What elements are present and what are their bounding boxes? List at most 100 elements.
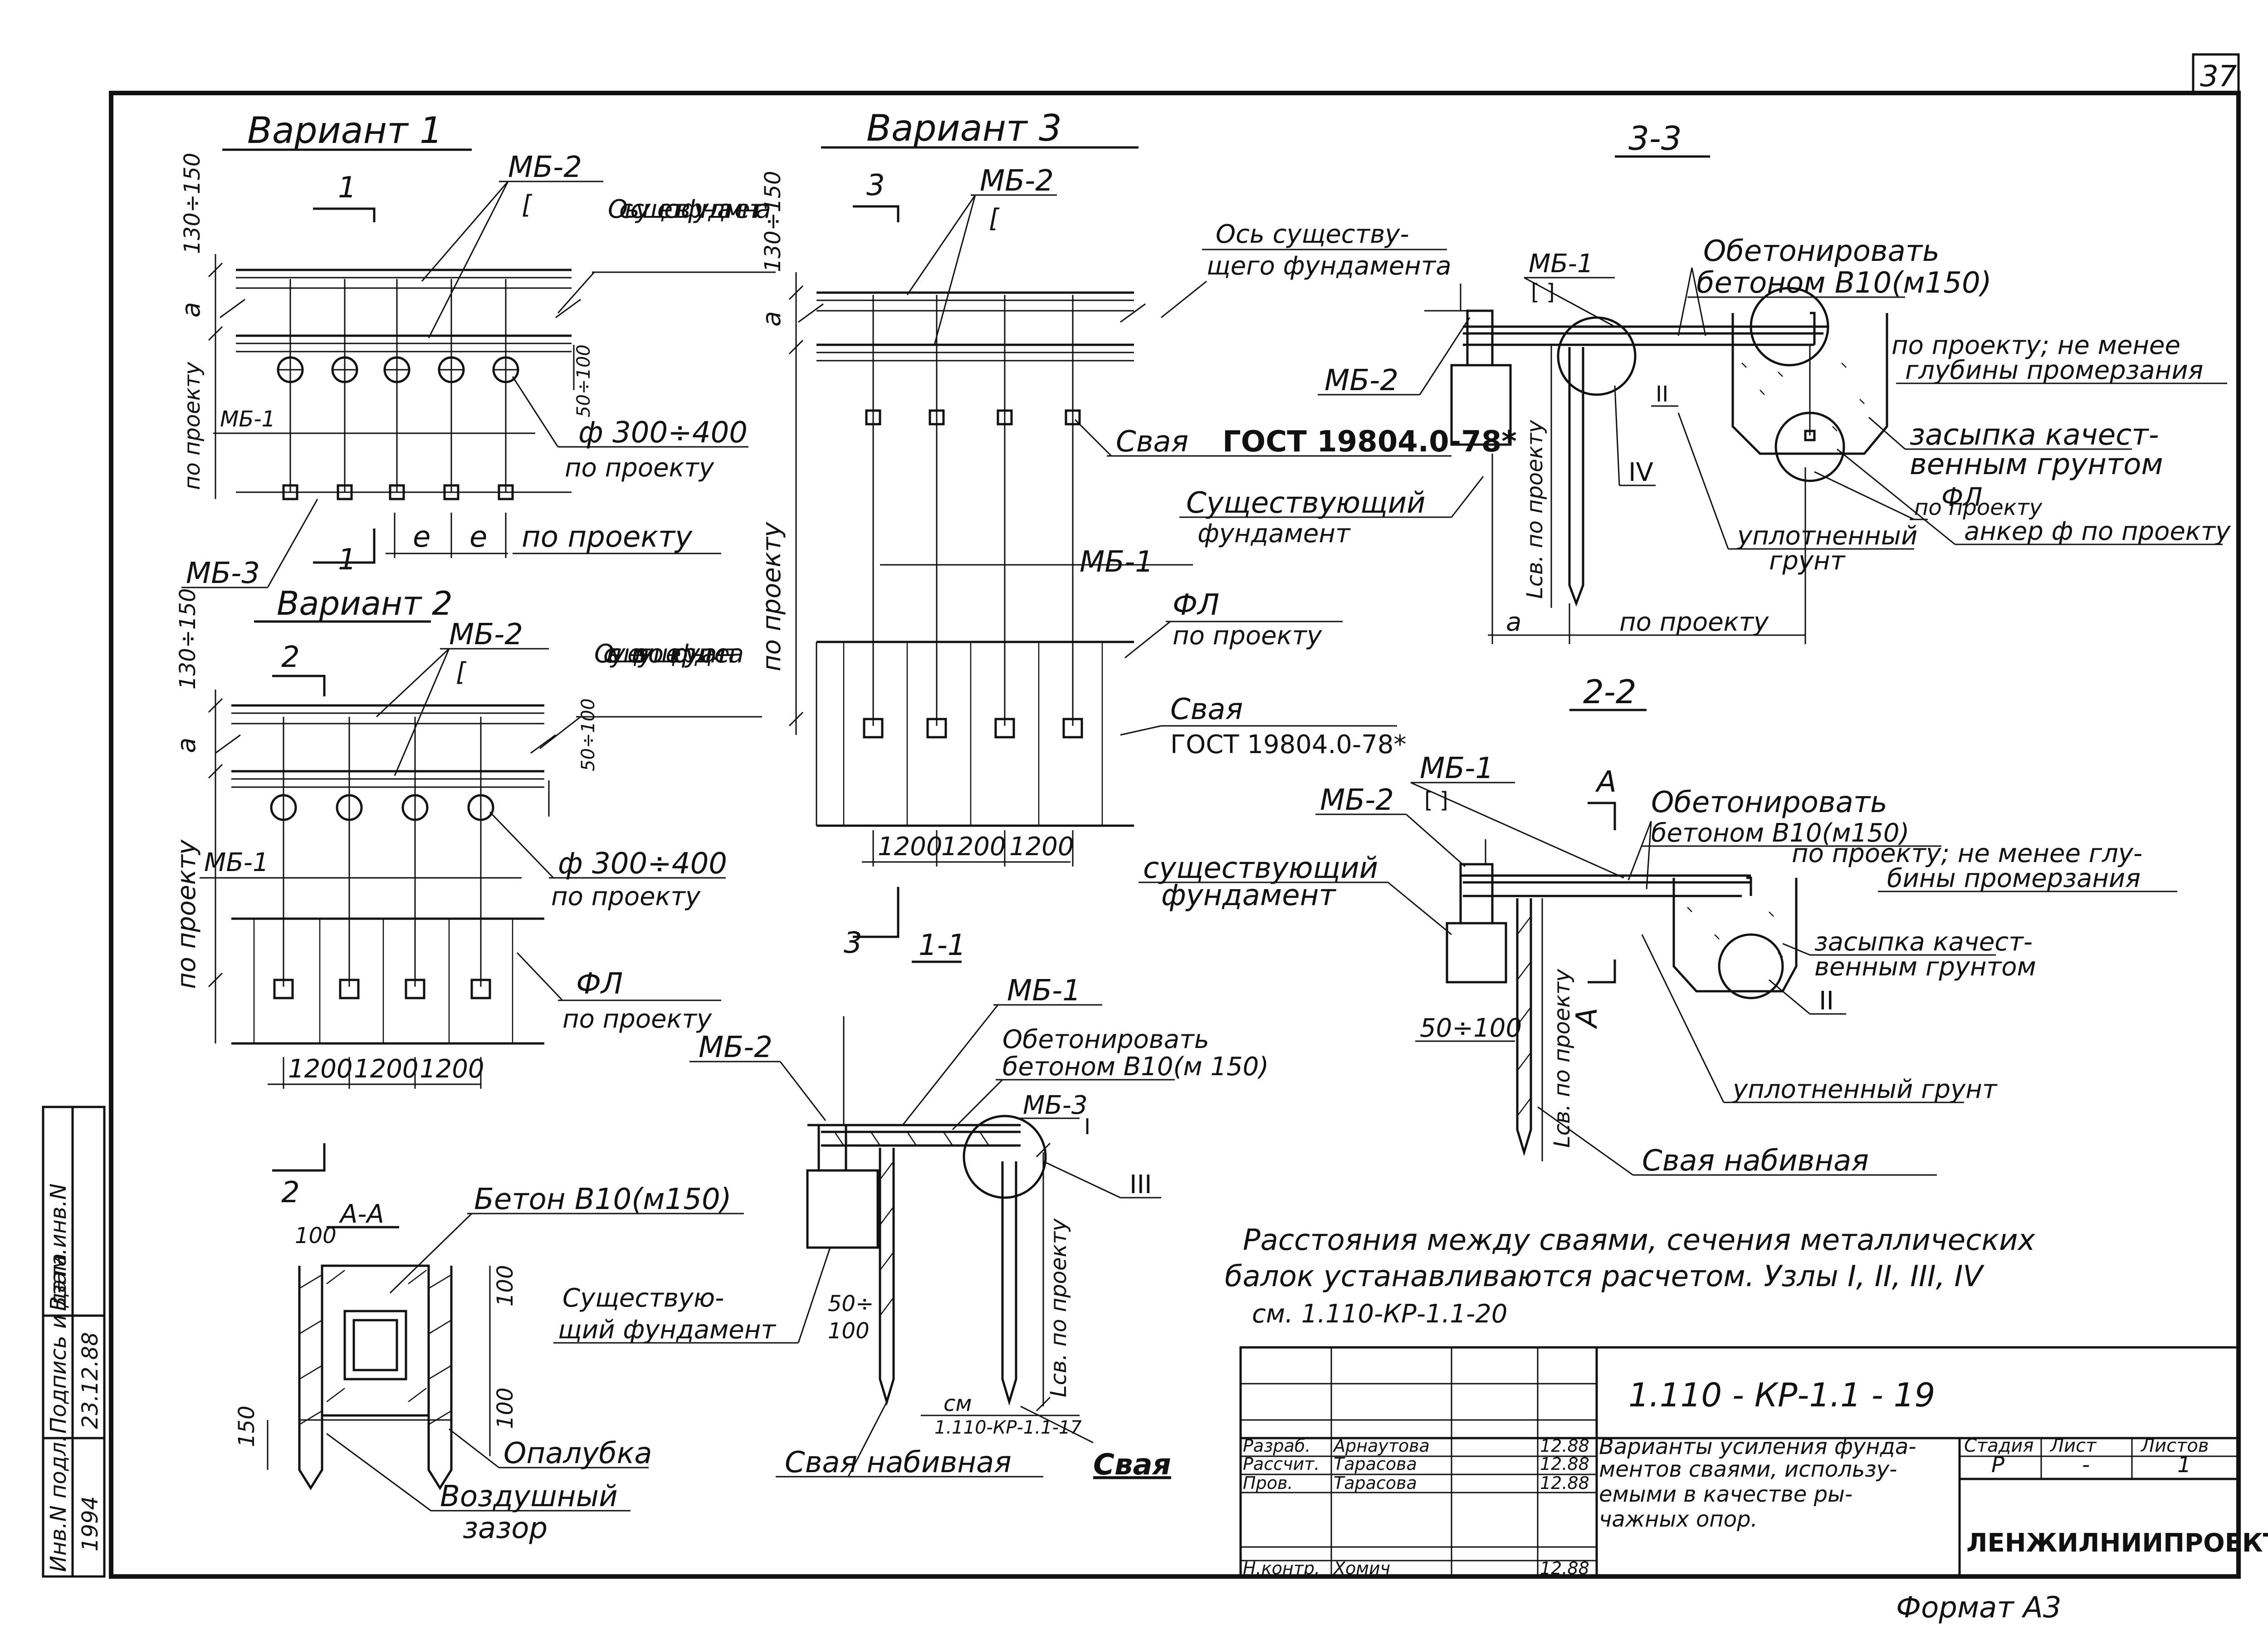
v3-pile2-label: Свая — [1170, 693, 1243, 726]
s11-pile-label: Свая набивная — [785, 1446, 1012, 1479]
sign-value: 23.12.88 — [78, 1332, 103, 1429]
section-mark-3-bottom: 3 — [844, 926, 862, 960]
v1-mb2: МБ-2 — [508, 151, 582, 184]
s11-dim-100: 100 — [828, 1318, 870, 1344]
s11-title: 1-1 — [919, 929, 966, 962]
tb-stage: Р — [1991, 1452, 2004, 1478]
note-line-2: балок устанавливаются расчетом. Узлы I, … — [1225, 1260, 1984, 1293]
variant-3-plan: Вариант 3 3 130÷ — [757, 107, 1517, 960]
tb-stage-h: Стадия — [1964, 1435, 2033, 1456]
section-mark-2-bottom: 2 — [281, 1176, 300, 1209]
format-label: Формат А3 — [1896, 1591, 2062, 1625]
tb-title-3: емыми в качестве ры- — [1599, 1482, 1853, 1507]
v3-fl: ФЛ — [1173, 588, 1219, 622]
s22-mark-a-top: А — [1595, 765, 1617, 799]
s33-compacted-1: уплотненный — [1736, 521, 1917, 551]
v2-fl-note: по проекту — [562, 1004, 712, 1034]
s33-concrete-2: бетоном В10(м150) — [1696, 266, 1992, 300]
s22-depth-2: бины промерзания — [1887, 864, 2141, 893]
v1-phi: ф 300÷400 — [578, 416, 748, 450]
s33-compacted-2: грунт — [1769, 546, 1846, 576]
s33-backfill-1: засыпка качест- — [1910, 418, 2159, 452]
v2-mb2-symbol: [ — [456, 657, 467, 687]
s22-node: II — [1819, 986, 1834, 1016]
s22-backfill-1: засыпка качест- — [1814, 927, 2033, 957]
s11-mb2: МБ-2 — [699, 1031, 772, 1064]
v2-axis-label: Ось сущест- вующего фундамента — [594, 639, 744, 669]
section-mark-1-bottom: 1 — [338, 543, 357, 577]
general-note: Расстояния между сваями, сечения металли… — [1225, 1224, 2036, 1329]
s22-existing-2: фундамент — [1161, 879, 1336, 912]
s22-backfill-2: венным грунтом — [1814, 952, 2036, 982]
s22-existing-1: существующий — [1143, 852, 1378, 885]
v1-axis-label: Ось существ. фундамента — [608, 195, 771, 224]
aa-dim-150: 150 — [234, 1405, 259, 1447]
left-stamp: Инв.N подл. Подпись и дата Взам.инв.N 19… — [42, 1106, 106, 1578]
s11-length: Lсв. по проекту — [1046, 1218, 1071, 1397]
s22-dim-50: 50÷100 — [1420, 1013, 1522, 1043]
s11-see-2: 1.110-КР-1.1-17 — [934, 1417, 1082, 1438]
s22-length: Lсв. по проекту — [1549, 969, 1575, 1148]
v1-spacing-note: по проекту — [522, 520, 693, 554]
v3-fl-note: по проекту — [1173, 621, 1322, 651]
s11-concrete-2: бетоном В10(м 150) — [1002, 1052, 1269, 1082]
v3-spacing-3: 1200 — [1009, 832, 1074, 862]
v2-mb2: МБ-2 — [449, 618, 523, 651]
aa-dim-100-r1: 100 — [493, 1265, 518, 1307]
section-mark-2-top: 2 — [281, 641, 300, 674]
tb-row-1-role: Разраб. — [1243, 1436, 1310, 1456]
s22-concrete-1: Обетонировать — [1651, 786, 1887, 819]
v3-dim-side: по проекту — [757, 522, 787, 671]
s22-mb2: МБ-2 — [1320, 783, 1394, 817]
tb-row-3-role: Пров. — [1243, 1473, 1293, 1493]
s22-mb1-symbol: [ ] — [1424, 788, 1448, 813]
v1-dim-side: по проекту — [180, 362, 205, 490]
v3-axis-1: Ось существу- — [1216, 220, 1409, 249]
s11-see-1: см — [943, 1391, 972, 1416]
v2-spacing-3: 1200 — [420, 1054, 484, 1084]
s11-node-mark: I — [1084, 1114, 1090, 1140]
v3-pile-gost: ГОСТ 19804.0-78* — [1222, 425, 1517, 459]
s11-existing-1: Существую- — [562, 1283, 724, 1313]
v1-dim-top: 130÷150 — [180, 153, 205, 254]
s11-dim-50: 50÷ — [828, 1291, 874, 1317]
v1-mb2-symbol: [ — [522, 190, 533, 220]
variant-1-title: Вариант 1 — [247, 109, 443, 152]
tb-sheets-h: Листов — [2140, 1435, 2209, 1456]
s11-concrete-1: Обетонировать — [1002, 1025, 1209, 1054]
v2-phi: ф 300÷400 — [558, 847, 727, 881]
v1-mb1: МБ-1 — [220, 406, 275, 432]
tb-row-4-date: 12.88 — [1540, 1558, 1589, 1578]
v1-phi-note: по проекту — [565, 453, 714, 483]
s33-node-iv: IV — [1628, 458, 1653, 487]
s33-title: 3-3 — [1628, 119, 1682, 157]
v3-mb1: МБ-1 — [1080, 545, 1154, 579]
s11-existing-2: щий фундамент — [558, 1315, 776, 1345]
s33-depth-2: глубины промерзания — [1905, 356, 2203, 385]
v1-pile-circles — [277, 356, 519, 383]
s33-fl-note: по проекту — [1914, 495, 2043, 520]
v2-spacing-2: 1200 — [354, 1054, 419, 1084]
tb-row-4-name: Хомич — [1333, 1558, 1390, 1578]
s33-mb2: МБ-2 — [1325, 364, 1398, 397]
v2-spacing-1: 1200 — [288, 1054, 353, 1084]
v3-existing-2: фундамент — [1198, 519, 1351, 548]
variant-2-plan: Вариант 2 2 130÷ — [172, 584, 762, 1209]
v3-axis-2: щего фундамента — [1207, 251, 1452, 281]
tb-row-2-role: Рассчит. — [1243, 1454, 1320, 1474]
replace-label: Взам.инв.N — [46, 1184, 71, 1311]
s33-depth-1: по проекту; не менее — [1892, 331, 2180, 360]
variant-2-title: Вариант 2 — [277, 584, 453, 622]
v2-fl: ФЛ — [576, 967, 623, 1001]
v2-phi-note: по проекту — [551, 882, 701, 911]
sign-label: Подпись и дата — [46, 1253, 71, 1434]
tb-title-4: чажных опор. — [1599, 1507, 1758, 1532]
tb-row-4-role: Н.контр. — [1243, 1558, 1320, 1578]
section-3-3: 3-3 а по проекту Lсв. по проекту МБ-1 — [1318, 119, 2231, 644]
s33-mb1: МБ-1 — [1529, 249, 1593, 279]
v3-existing-1: Существующий — [1186, 486, 1426, 520]
s11-mb3: МБ-3 — [1023, 1091, 1088, 1120]
aa-title: А-А — [339, 1199, 384, 1229]
s22-mb1: МБ-1 — [1420, 752, 1494, 785]
